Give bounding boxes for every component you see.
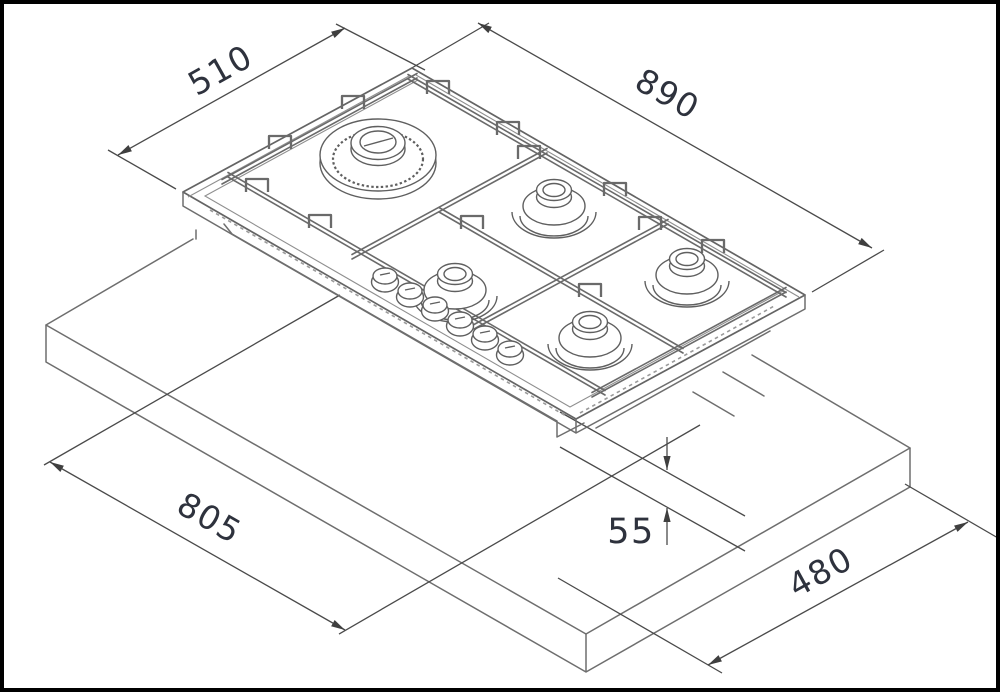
dimension-cutout-width <box>43 294 701 635</box>
extension-line <box>557 577 723 674</box>
dimension-line-890 <box>477 22 873 249</box>
dimension-under-counter-depth <box>559 411 746 552</box>
grate-bar-right <box>591 286 787 398</box>
hob-rim-rolled-edge <box>187 74 800 298</box>
burner-front-right <box>547 310 633 371</box>
knob-5 <box>470 325 500 351</box>
wok-burner <box>319 118 437 200</box>
dimension-line-805 <box>49 461 346 631</box>
reference-line-lower <box>559 446 746 552</box>
burners <box>319 118 730 371</box>
dimension-labels: 510 890 805 480 55 <box>171 36 860 605</box>
extension-line <box>338 424 701 635</box>
extension-line <box>43 294 341 466</box>
dimension-line-510 <box>117 27 346 156</box>
hob-rim-bead <box>209 209 777 417</box>
reference-line-upper <box>559 411 746 517</box>
burner-back-right <box>644 247 730 308</box>
dimension-hob-width <box>397 22 885 293</box>
extension-line <box>107 149 177 190</box>
under-counter-depth-label: 55 <box>607 512 655 552</box>
knob-2 <box>395 282 425 308</box>
knob-4 <box>445 311 475 337</box>
dimension-cutout-depth <box>557 483 999 674</box>
knob-6 <box>495 340 525 366</box>
knob-3 <box>420 296 450 322</box>
extension-line <box>904 483 999 539</box>
grate-finger-tabs <box>244 79 726 297</box>
grate-bar-left <box>221 72 418 185</box>
cutout-corner-lines <box>692 371 765 417</box>
extension-line <box>397 22 490 77</box>
grate-bar-back <box>407 73 787 298</box>
extension-line <box>335 23 426 71</box>
grate-bar-cross-2 <box>473 218 669 330</box>
dimension-hob-depth <box>107 23 426 190</box>
extension-line <box>811 249 885 293</box>
dimension-line-480 <box>707 521 969 666</box>
burner-back-centre <box>511 178 597 239</box>
knob-1 <box>370 267 400 293</box>
control-knobs <box>370 267 525 366</box>
hob-under-box <box>223 223 771 438</box>
grate-bar-cross-1 <box>351 147 548 260</box>
